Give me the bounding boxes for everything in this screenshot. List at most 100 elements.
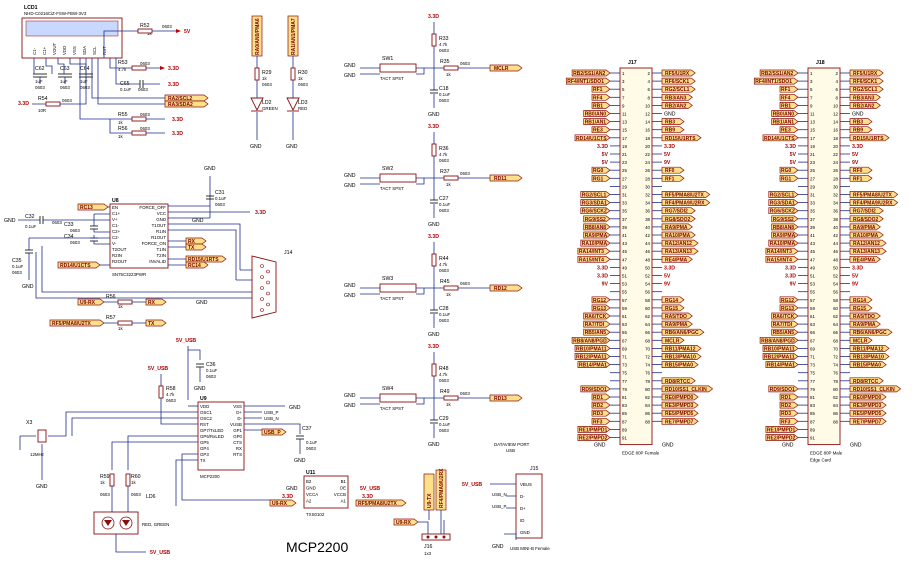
j17-rnet-30: RA5/TDO	[665, 314, 687, 320]
c65-pkg: 0603	[138, 87, 148, 92]
j18-rnum-10: 22	[833, 152, 838, 157]
sw-type-1: TACT SPST	[380, 186, 404, 191]
sw-r2p-3: 0603	[460, 391, 470, 396]
j18-lnet-43: RF3	[781, 419, 791, 425]
j17-rnet-18: RG8/SDO2	[665, 217, 691, 223]
j18-lnum-10: 21	[810, 152, 815, 157]
net-u9rx-l-text: U9-RX	[80, 300, 96, 306]
j17-lnum-4: 9	[622, 103, 625, 108]
j18-rnum-15: 32	[833, 193, 838, 198]
j18-lnum-0: 1	[810, 71, 813, 76]
j14-ref: J14	[284, 250, 292, 256]
u9-lpin-4: GP7/TxLED	[200, 428, 223, 433]
u8-lpin-6: V-	[112, 241, 117, 246]
j17-lnum-36: 73	[622, 363, 627, 368]
j17-gnd-l: GND	[594, 443, 606, 449]
j18-lnum-4: 9	[810, 103, 813, 108]
j17-rnet-9: 3.3D	[664, 144, 675, 150]
sw-r2-3: R49	[440, 389, 450, 395]
u8-lpin-9: R2OUT	[112, 259, 127, 264]
j18-lnet-44: RE1/PMPD1	[767, 427, 796, 433]
j17-rnet-10: 5V	[664, 152, 671, 158]
j18-rnet-7: RB9	[853, 128, 863, 134]
u8-body	[109, 203, 169, 269]
sw-ref-0: SW1	[382, 56, 393, 62]
j18-rnet-18: RG8/SDO2	[853, 217, 879, 223]
j18-rnum-0: 2	[836, 71, 839, 76]
c34-ref: C34	[64, 234, 74, 240]
net-u9rx-j16	[393, 518, 419, 526]
j17-rnet-3: RB3/AN3	[665, 95, 687, 101]
u8-rpin-0: FORCE_OFF	[139, 205, 166, 210]
j17-rnum-15: 32	[645, 193, 650, 198]
j18-lnet-26: 9V	[790, 282, 797, 288]
j17-rnum-5: 12	[645, 112, 650, 117]
j17-ref: J17	[628, 60, 637, 66]
j18-rnet-2: RG2/SCL1	[853, 87, 878, 93]
c36-val: 0.1uF	[206, 368, 218, 373]
ld2-color: GREEN	[262, 106, 278, 111]
sw-cp-0: 0603	[439, 98, 449, 103]
j18-rnet-10: 5V	[852, 152, 859, 158]
u8-lpin-1: C1+	[112, 211, 121, 216]
j17-rnum-14: 30	[645, 184, 650, 189]
j18-rnum-37: 76	[833, 371, 838, 376]
j18-rnet-19: RA9/PMA	[853, 225, 876, 231]
j17-lnum-10: 21	[622, 152, 627, 157]
sw-c-1: C27	[439, 196, 449, 202]
u11-part: TXS0102	[306, 512, 325, 517]
u9-lpin-7: GP4	[200, 446, 209, 451]
u9-block: 5V_USB C36 0.1uF 0603 GND 5V_USB R58 4.7…	[19, 338, 318, 556]
c34-pkg: 0603	[70, 240, 80, 245]
j17-lnum-30: 61	[622, 314, 627, 319]
j18-rnum-21: 44	[833, 241, 838, 246]
j18-rnum-14: 30	[833, 184, 838, 189]
j18-lnet-0: RB2/SS1/AN2	[761, 71, 793, 77]
sw-net-text-0: MCLR	[494, 66, 509, 72]
j18-lnet-15: RG2/SCL1	[770, 193, 795, 199]
j17-rnum-42: 86	[645, 411, 650, 416]
j17-lnum-40: 81	[622, 395, 627, 400]
u9-ref: U9	[200, 396, 207, 402]
sw-c-2: C28	[439, 306, 449, 312]
j17-lnum-37: 75	[622, 371, 627, 376]
j18-rnum-18: 38	[833, 217, 838, 222]
sw-r2-1: R37	[440, 169, 450, 175]
j17-rnum-30: 62	[645, 314, 650, 319]
ld6-val: RED, GREEN	[142, 522, 169, 527]
j17-rnum-2: 6	[648, 87, 651, 92]
x3-val: 12MHz	[30, 452, 44, 457]
net-rd15	[185, 255, 227, 263]
j18-rnet-30: RA5/TDO	[853, 314, 875, 320]
sw-gnd-a-2: GND	[344, 283, 356, 289]
j17-lnum-15: 31	[622, 193, 627, 198]
r55-pkg: 0603	[140, 112, 150, 117]
u11-rpin-3: A1	[341, 499, 347, 504]
sw-cp-2: 0603	[439, 318, 449, 323]
j17-rnum-12: 26	[645, 168, 650, 173]
j18-lnet-9: 3.3D	[785, 144, 796, 150]
j18-lnum-34: 69	[810, 346, 815, 351]
r53-33v: 3.3D	[168, 66, 179, 72]
j17-lnum-39: 79	[622, 387, 627, 392]
j18-lnum-3: 7	[810, 95, 813, 100]
u9-lpin-0: VDD	[200, 404, 209, 409]
c33-ref: C33	[64, 222, 74, 228]
sw-c-0: C18	[439, 86, 449, 92]
j17-rnet-13: RF1	[665, 176, 675, 182]
r53-pkg: 0603	[140, 61, 150, 66]
j17-rnet-35: RB13/PMA10	[665, 355, 696, 361]
j18-lnum-15: 31	[810, 193, 815, 198]
sw-r2v-1: 1k	[446, 182, 451, 187]
j16-ref: J16	[424, 544, 432, 550]
j17-lnet-28: RG12	[593, 298, 606, 304]
j18-rnum-30: 62	[833, 314, 838, 319]
sw-pwr-0: 3.3D	[428, 14, 439, 20]
switch-group-3: 3.3DR484.7k0603R491k0603RD13C290.1uF0603…	[344, 344, 523, 448]
r54-ref: R54	[38, 96, 48, 102]
j17-lnum-44: 89	[622, 427, 627, 432]
sw-r2v-0: 1k	[446, 72, 451, 77]
j17-rnet-15: RF5/PMA8/U2TX	[665, 193, 705, 199]
sw-r1p-1: 0603	[439, 158, 449, 163]
